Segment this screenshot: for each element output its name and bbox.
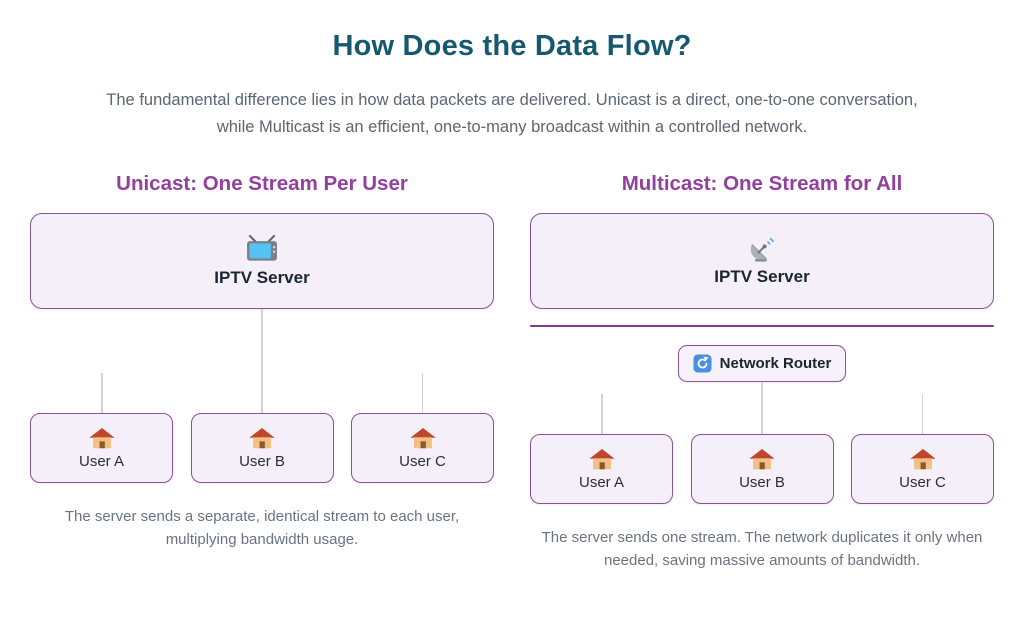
diagram-columns: Unicast: One Stream Per User IPTV Server… (0, 172, 1024, 572)
multicast-user-box-c: User C (851, 434, 994, 505)
unicast-panel: Unicast: One Stream Per User IPTV Server… (30, 172, 494, 572)
connector-line (601, 394, 603, 435)
house-icon (249, 427, 275, 450)
connector-line (761, 382, 763, 435)
house-icon (589, 448, 615, 471)
user-label: User B (739, 473, 785, 491)
multicast-server-label: IPTV Server (714, 267, 810, 287)
house-icon (410, 427, 436, 450)
multicast-caption: The server sends one stream. The network… (541, 529, 983, 569)
unicast-connectors (30, 309, 494, 414)
page-subtitle: The fundamental difference lies in how d… (106, 91, 918, 136)
unicast-user-box-a: User A (30, 413, 173, 484)
unicast-user-box-b: User B (190, 413, 334, 484)
user-label: User C (899, 473, 946, 491)
connector-line (421, 373, 423, 414)
user-label: User B (239, 452, 285, 470)
user-label: User C (399, 452, 446, 470)
multicast-user-box-a: User A (530, 434, 673, 505)
unicast-user-box-c: User C (351, 413, 494, 484)
house-icon (749, 448, 775, 471)
multicast-heading: Multicast: One Stream for All (621, 172, 903, 196)
house-icon (910, 448, 936, 471)
unicast-server-label: IPTV Server (214, 267, 310, 287)
unicast-heading: Unicast: One Stream Per User (116, 172, 408, 196)
multicast-connectors (530, 382, 994, 435)
user-label: User A (578, 473, 624, 491)
unicast-server-box: IPTV Server (30, 213, 494, 310)
router-row: Network Router (530, 345, 994, 383)
connector-line (261, 309, 263, 414)
satellite-icon (749, 235, 776, 262)
page-title: How Does the Data Flow? (332, 30, 692, 62)
multicast-panel: Multicast: One Stream for All IPTV Serve… (530, 172, 994, 572)
multicast-user-row: User A User B User C (530, 434, 994, 505)
router-badge: Network Router (677, 345, 847, 383)
connector-line (101, 373, 103, 414)
tv-icon (245, 235, 279, 263)
multicast-server-box: IPTV Server (530, 213, 994, 310)
user-label: User A (78, 452, 124, 470)
connector-line (921, 394, 923, 435)
unicast-user-row: User A User B User C (30, 413, 494, 484)
multicast-user-box-b: User B (690, 434, 834, 505)
unicast-caption: The server sends a separate, identical s… (64, 508, 460, 548)
router-label: Network Router (719, 355, 832, 373)
house-icon (89, 427, 115, 450)
stream-divider (530, 325, 994, 328)
sync-icon (693, 354, 712, 373)
